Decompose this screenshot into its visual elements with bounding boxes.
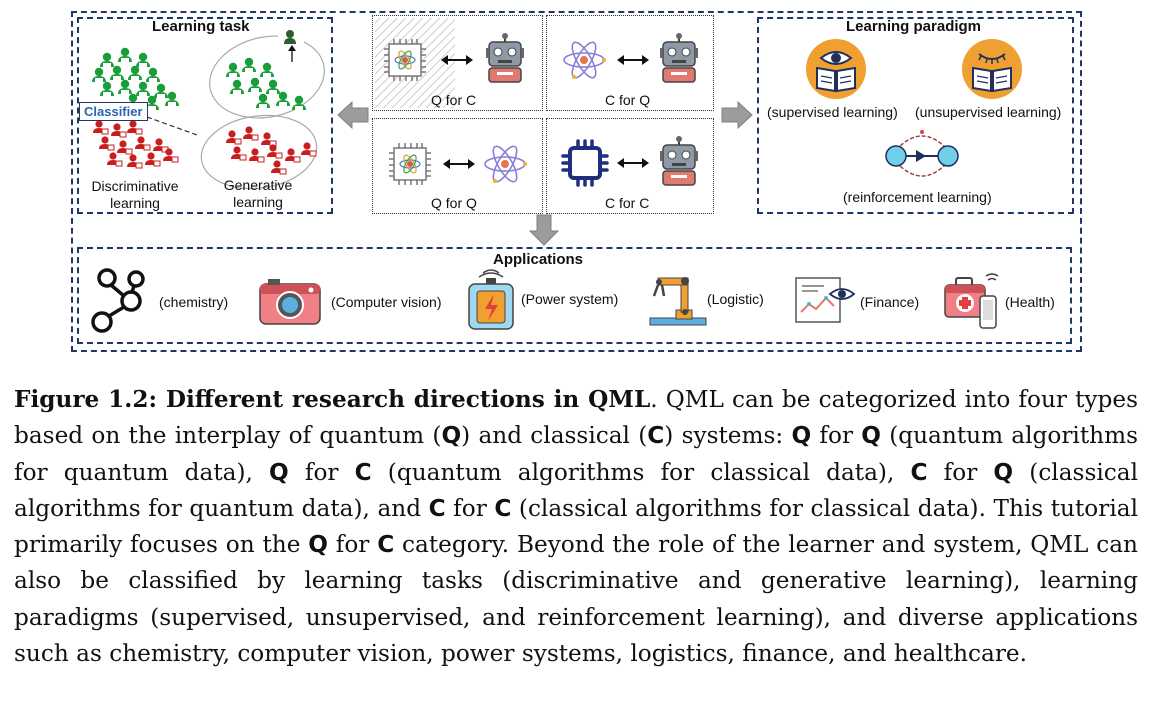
- learning-paradigm-box: [757, 17, 1074, 214]
- green-people-cluster: [92, 47, 179, 110]
- robot-icon: [659, 32, 699, 83]
- finance-chart-icon: [795, 277, 856, 323]
- outer-frame: [71, 11, 1082, 352]
- double-arrow-icon: [442, 158, 476, 170]
- robot-icon: [485, 32, 525, 83]
- app-label-health: (Health): [1005, 294, 1055, 310]
- quadrant-c-for-c: C for C: [546, 118, 714, 214]
- medical-kit-icon: [944, 273, 999, 329]
- robot-arm-icon: [649, 277, 707, 326]
- applications-box: [77, 247, 1072, 344]
- camera-icon: [259, 279, 321, 325]
- unsupervised-label: (unsupervised learning): [915, 104, 1062, 120]
- arrow-right: [721, 100, 753, 130]
- supervised-icon: [806, 39, 866, 99]
- double-arrow-icon: [616, 157, 650, 169]
- discriminative-label: Discriminative learning: [91, 178, 179, 211]
- red-people-cluster: [92, 119, 179, 169]
- learning-paradigm-title: Learning paradigm: [846, 18, 982, 35]
- label-c-for-q: C for Q: [605, 92, 651, 108]
- label-q-for-c: Q for C: [431, 92, 477, 108]
- classical-chip-icon: [561, 139, 609, 187]
- figure-caption: Figure 1.2: Different research direction…: [14, 386, 1139, 668]
- arrow-down: [528, 214, 560, 246]
- app-label-logistic: (Logistic): [707, 291, 764, 307]
- reinforcement-label: (reinforcement learning): [843, 189, 992, 205]
- arrow-left: [337, 100, 369, 130]
- supervised-label: (supervised learning): [767, 104, 898, 120]
- quantum-chip-icon: [388, 142, 432, 186]
- learning-task-title: Learning task: [152, 18, 250, 35]
- app-label-chemistry: (chemistry): [159, 294, 229, 310]
- app-label-finance: (Finance): [860, 294, 920, 310]
- quadrant-q-for-c: Q for C: [372, 15, 543, 111]
- classifier-label: Classifier: [79, 102, 148, 121]
- applications-title: Applications: [493, 251, 584, 268]
- double-arrow-icon: [616, 54, 650, 66]
- quantum-chip-icon: [383, 38, 427, 82]
- app-label-power-system: (Power system): [521, 291, 619, 307]
- battery-icon: [468, 269, 514, 330]
- quadrant-q-for-c-illustration: [375, 18, 525, 108]
- quadrant-c-for-q: C for Q: [546, 15, 714, 111]
- figure-number-title: Figure 1.2: Different research direction…: [14, 386, 651, 413]
- reinforcement-icon: [885, 130, 959, 177]
- app-label-computer-vision: (Computer vision): [331, 294, 442, 310]
- quadrant-c-for-c-illustration: [561, 135, 699, 187]
- learning-task-illustration: [92, 26, 325, 190]
- robot-icon: [659, 135, 699, 186]
- atom-icon: [563, 38, 607, 82]
- label-q-for-q: Q for Q: [431, 195, 477, 211]
- generative-label: Generative learning: [223, 177, 293, 210]
- label-c-for-c: C for C: [605, 195, 650, 211]
- atom-icon: [484, 142, 528, 186]
- quadrant-q-for-q: Q for Q: [372, 118, 543, 214]
- molecule-icon: [91, 268, 145, 333]
- learning-task-box: [77, 17, 333, 214]
- unsupervised-icon: [962, 39, 1022, 99]
